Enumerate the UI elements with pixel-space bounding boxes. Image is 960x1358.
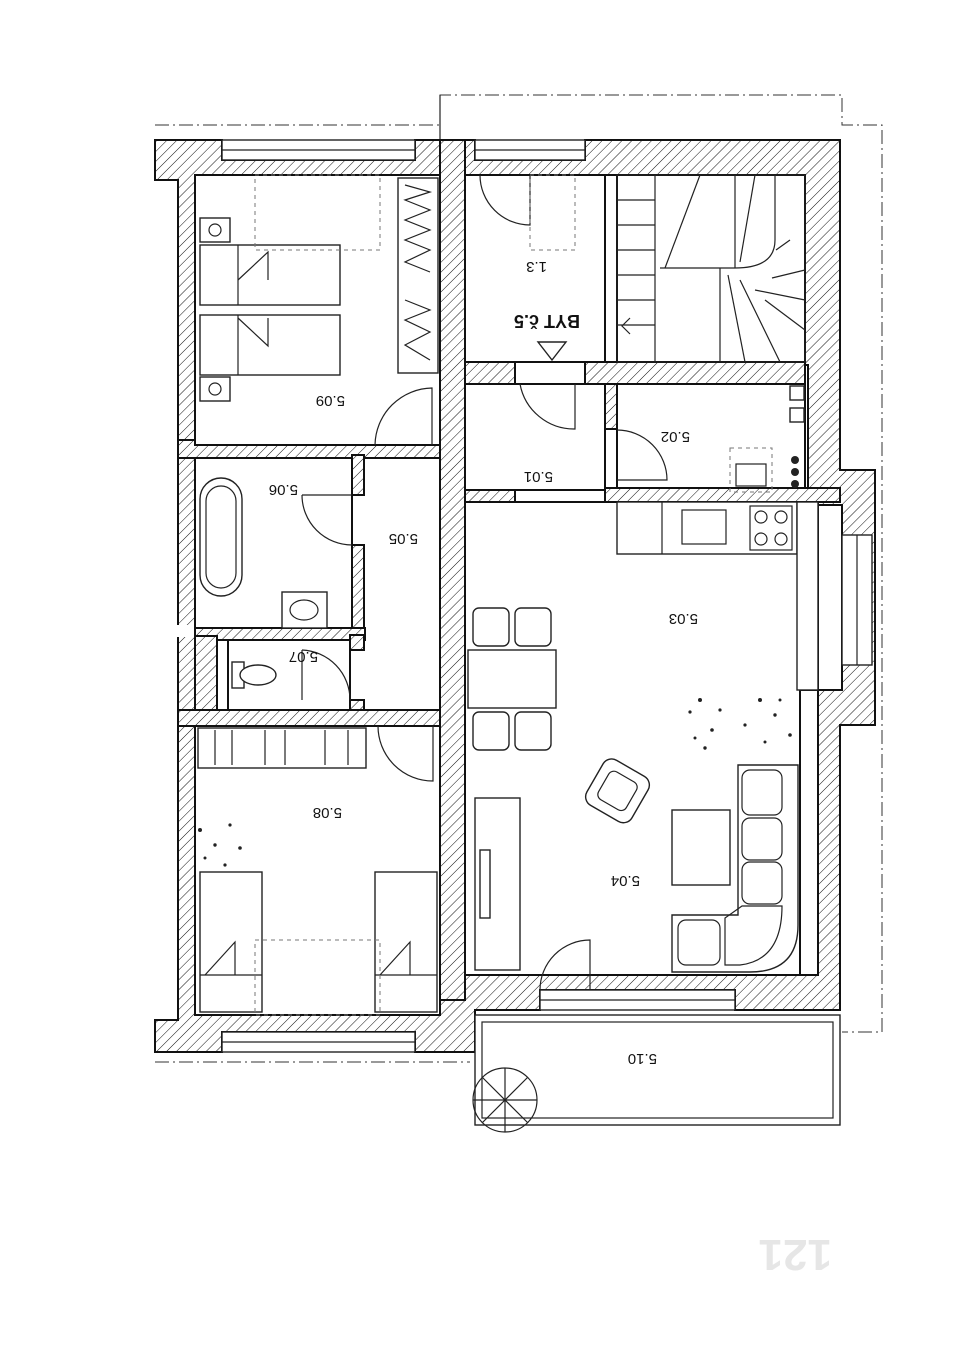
room-5-02-label: 5.02 [661,428,690,445]
toilet-fixtures [231,649,351,701]
room-5-06-label: 5.06 [269,481,298,498]
room-5-09-label: 5.09 [316,392,345,409]
pantry-fixtures [729,385,805,493]
staircase-label: 1.3 [526,258,547,275]
apartment-label: BYT č.5 [514,311,580,331]
room-5-07-label: 5.07 [289,648,318,665]
page-number: 121 [759,1230,832,1279]
living-furniture [474,758,799,973]
dash-dot-outlines [155,94,883,1063]
room-5-03-label: 5.03 [669,610,698,627]
room-5-01-label: 5.01 [524,468,553,485]
dining-set [467,607,557,751]
room-5-04-label: 5.04 [611,872,640,889]
balcony [474,1014,841,1126]
entrance-marker [536,341,568,362]
staircase [616,174,806,363]
interior-walls [177,139,841,1001]
kitchen-counter [616,501,819,691]
room-5-08-label: 5.08 [313,804,342,821]
room-5-05-label: 5.05 [389,530,418,547]
windows [221,139,873,1053]
hall-doors [479,174,668,991]
bedroom-top-furniture [199,174,439,446]
plants [198,698,792,1133]
bedroom-bottom-furniture [197,725,438,1016]
bathroom-fixtures [199,477,353,629]
room-5-10-label: 5.10 [628,1050,657,1067]
